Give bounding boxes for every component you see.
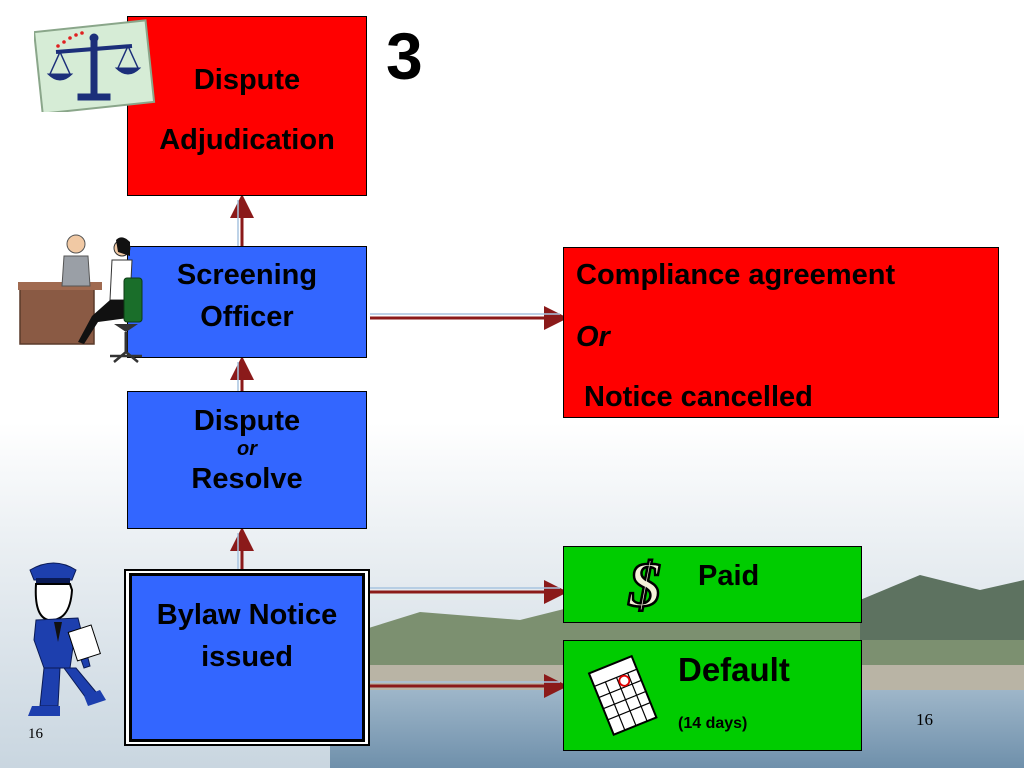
default-label: Default bbox=[678, 651, 790, 688]
notice-cancelled-line: Notice cancelled bbox=[584, 381, 813, 413]
dollar-sign-icon: $ bbox=[627, 552, 663, 614]
bylaw-notice-line1: Bylaw Notice bbox=[156, 599, 338, 631]
scales-of-justice-icon bbox=[34, 19, 156, 112]
dispute-adjudication-line2: Adjudication bbox=[159, 124, 335, 156]
dispute-or-resolve-line1: Dispute bbox=[193, 405, 301, 437]
dispute-or-resolve-line2: Resolve bbox=[191, 463, 303, 495]
calendar-icon bbox=[587, 654, 658, 736]
compliance-agreement-line1: Compliance agreement bbox=[576, 259, 896, 291]
dispute-adjudication-line1: Dispute bbox=[193, 64, 301, 96]
compliance-agreement-box: Compliance agreement Or Notice cancelled bbox=[563, 247, 999, 418]
paid-box: Paid bbox=[563, 546, 862, 623]
compliance-or: Or bbox=[576, 321, 610, 353]
dispute-adjudication-box: Dispute Adjudication bbox=[127, 16, 367, 196]
bylaw-notice-line2: issued bbox=[201, 641, 293, 673]
bylaw-notice-box: Bylaw Notice issued bbox=[129, 573, 365, 742]
page-number-left: 16 bbox=[28, 726, 43, 742]
paid-label: Paid bbox=[698, 560, 760, 592]
meeting-people-icon bbox=[18, 234, 143, 363]
default-days-note: (14 days) bbox=[678, 715, 748, 732]
police-officer-icon bbox=[28, 562, 106, 716]
svg-text:$: $ bbox=[628, 552, 661, 614]
dispute-or-resolve-or: or bbox=[237, 438, 257, 460]
page-number-right: 16 bbox=[916, 710, 933, 729]
screening-officer-box: Screening Officer bbox=[127, 246, 367, 358]
dispute-or-resolve-box: Dispute or Resolve bbox=[127, 391, 367, 529]
step-number: 3 bbox=[386, 19, 423, 93]
screening-officer-line1: Screening bbox=[176, 259, 318, 291]
screening-officer-line2: Officer bbox=[200, 301, 294, 333]
